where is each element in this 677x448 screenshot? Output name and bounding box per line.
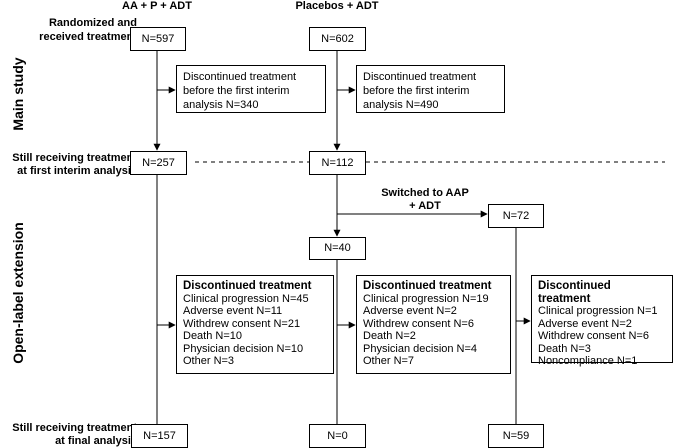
- switch-box: N=72: [488, 204, 544, 228]
- disc-ole-c-item: Adverse event N=2: [538, 317, 632, 330]
- disc-ole-a-item: Physician decision N=10: [183, 342, 304, 355]
- randomized-arm-b-box: N=602: [309, 27, 366, 51]
- disc-ole-a-item: Other N=3: [183, 355, 235, 367]
- disc-ole-c-title: Discontinued treatment: [538, 280, 611, 305]
- discontinued-ole-arm-b: Discontinued treatment Clinical progress…: [356, 275, 511, 374]
- randomized-label-line1: Randomized and: [48, 17, 137, 29]
- final-arm-a-box: N=157: [131, 424, 188, 448]
- disc-interim-a-line1: Discontinued treatment: [183, 71, 297, 83]
- discontinued-interim-arm-a: Discontinued treatment before the first …: [176, 65, 326, 113]
- disc-ole-b-item: Physician decision N=4: [363, 342, 478, 355]
- disc-ole-a-title: Discontinued treatment: [183, 280, 312, 292]
- interim-arm-a-box: N=257: [130, 151, 187, 175]
- disc-ole-c-item: Withdrew consent N=6: [538, 330, 649, 342]
- discontinued-ole-switch: Discontinued treatment Clinical progress…: [531, 275, 673, 367]
- disc-ole-b-item: Withdrew consent N=6: [363, 317, 474, 330]
- interim-label-line1: Still receiving treatment: [12, 152, 137, 164]
- continued-arm-b-box: N=40: [309, 237, 366, 260]
- final-arm-b-box: N=0: [309, 424, 366, 448]
- final-label-line1: Still receiving treatment: [12, 422, 137, 434]
- disc-ole-a-item: Withdrew consent N=21: [183, 317, 301, 330]
- open-label-extension-label: Open-label extension: [10, 222, 26, 364]
- disc-interim-b-line2: before the first interim: [363, 85, 470, 97]
- main-study-label: Main study: [10, 57, 26, 131]
- disc-ole-a-item: Adverse event N=11: [183, 305, 283, 317]
- disc-ole-c-item: Noncompliance N=1: [538, 355, 638, 367]
- disc-ole-b-item: Adverse event N=2: [363, 305, 457, 317]
- switch-label-line1: Switched to AAP: [381, 187, 469, 199]
- disc-interim-b-line1: Discontinued treatment: [363, 71, 477, 83]
- discontinued-ole-arm-a: Discontinued treatment Clinical progress…: [176, 275, 334, 374]
- arm-b-header: Placebos + ADT: [295, 0, 379, 12]
- disc-ole-b-item: Clinical progression N=19: [363, 292, 489, 305]
- disc-ole-a-item: Death N=10: [183, 330, 243, 342]
- arm-a-header: AA + P + ADT: [122, 0, 192, 12]
- disc-ole-b-item: Death N=2: [363, 330, 416, 342]
- discontinued-interim-arm-b: Discontinued treatment before the first …: [356, 65, 505, 113]
- final-label-line2: at final analysis: [55, 435, 137, 447]
- switch-label-line2: + ADT: [409, 200, 441, 212]
- interim-arm-b-box: N=112: [309, 151, 366, 175]
- disc-ole-b-item: Other N=7: [363, 355, 415, 367]
- disc-interim-a-line3: analysis N=340: [183, 99, 259, 111]
- disc-ole-a-item: Clinical progression N=45: [183, 292, 309, 305]
- disc-ole-c-item: Death N=3: [538, 342, 591, 355]
- disc-interim-b-line3: analysis N=490: [363, 99, 439, 111]
- disc-interim-a-line2: before the first interim: [183, 85, 290, 97]
- randomized-arm-a-box: N=597: [130, 27, 186, 51]
- disc-ole-c-item: Clinical progression N=1: [538, 305, 658, 317]
- interim-label-line2: at first interim analysis: [17, 165, 137, 177]
- randomized-label-line2: received treatment: [39, 31, 137, 43]
- final-switch-box: N=59: [488, 424, 544, 448]
- disc-ole-b-title: Discontinued treatment: [363, 280, 492, 292]
